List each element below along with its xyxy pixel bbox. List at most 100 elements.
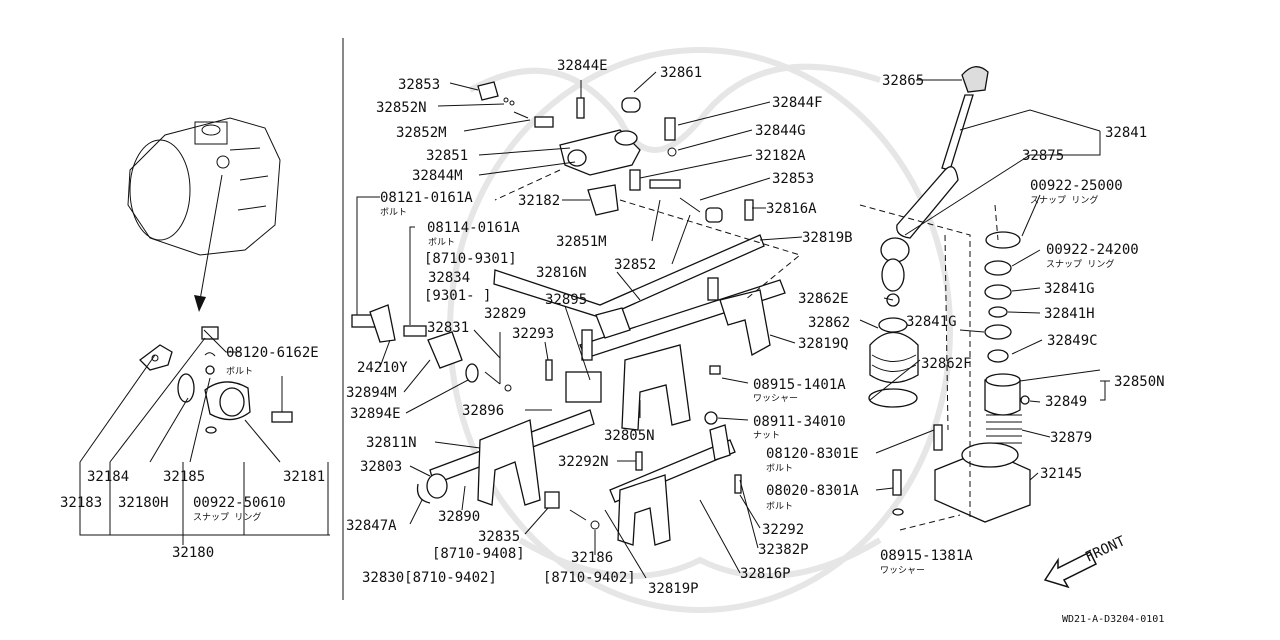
selector-housing (477, 81, 754, 223)
inset-arrow (199, 174, 223, 301)
part-label: 32803 (360, 459, 402, 475)
dashed-guides (494, 169, 999, 531)
part-label: 32851M (556, 234, 607, 250)
inset-arrow-head (194, 295, 206, 312)
figure-code: WD21-A-D3204-0101 (1062, 614, 1164, 625)
small-hardware (351, 277, 742, 530)
note-bolt: ボルト (766, 501, 793, 512)
part-label: 32185 (163, 469, 205, 485)
part-label: 32180 (172, 545, 214, 561)
part-label: 08915-1381A (880, 548, 973, 564)
front-label: FRONT (1083, 533, 1128, 566)
note-washer: ワッシャー (753, 394, 798, 404)
part-label: 32819Q (798, 336, 849, 352)
part-label: 32841H (1044, 306, 1095, 322)
part-label: 32844F (772, 95, 823, 111)
note-bolt: ボルト (226, 366, 253, 377)
part-label: 32862F (921, 356, 972, 372)
note-nut: ナット (753, 430, 780, 441)
note-snap-ring: スナップ リング (1030, 194, 1098, 206)
part-label: 00922-25000 (1030, 178, 1123, 194)
part-label: 32831 (427, 320, 469, 336)
part-label: 32853 (398, 77, 440, 93)
part-label: 32829 (484, 306, 526, 322)
part-label: 32180H (118, 495, 169, 511)
part-label: 32852M (396, 125, 447, 141)
note-snap-ring: スナップ リング (193, 511, 261, 523)
note-bolt: ボルト (428, 237, 455, 248)
part-label: 08114-0161A (427, 220, 520, 236)
note-snap-ring: スナップ リング (1046, 258, 1114, 270)
part-label: 32182 (518, 193, 560, 209)
part-label: 32844E (557, 58, 608, 74)
part-label: 08915-1401A (753, 377, 846, 393)
part-label: 32844M (412, 168, 463, 184)
part-label: 32182A (755, 148, 806, 164)
part-label: 32862E (798, 291, 849, 307)
part-label: 32844G (755, 123, 806, 139)
part-label: 08911-34010 (753, 414, 846, 430)
shift-cover-stack (892, 231, 1031, 523)
part-label: 32183 (60, 495, 102, 511)
part-label: [8710-9301] (424, 251, 517, 267)
part-label: [9301- ] (424, 288, 491, 304)
part-label: 32830[8710-9402] (362, 570, 497, 586)
part-label: 32847A (346, 518, 397, 534)
part-label: 32186 (571, 550, 613, 566)
part-label: 32292 (762, 522, 804, 538)
part-label: 32841 (1105, 125, 1147, 141)
part-label: 00922-24200 (1046, 242, 1139, 258)
part-label: [8710-9402] (543, 570, 636, 586)
part-label: 32852N (376, 100, 427, 116)
part-label: 32849 (1045, 394, 1087, 410)
part-label: 08120-6162E (226, 345, 319, 361)
part-label: 32835 (478, 529, 520, 545)
note-bolt: ボルト (380, 207, 407, 218)
transmission-case-sketch (127, 117, 281, 256)
part-label: 32865 (882, 73, 924, 89)
part-labels: 32853 32852N 32852M 32851 32844M 32844E … (60, 58, 1165, 597)
part-label: 32184 (87, 469, 129, 485)
part-label: 32862 (808, 315, 850, 331)
part-label: 32805N (604, 428, 655, 444)
part-label: 32816N (536, 265, 587, 281)
part-label: 32894E (350, 406, 401, 422)
part-label: 08120-8301E (766, 446, 859, 462)
part-label: 32841G (906, 314, 957, 330)
part-label: 32850N (1114, 374, 1165, 390)
part-label: 08121-0161A (380, 190, 473, 206)
note-bolt: ボルト (766, 463, 793, 474)
leader-lines (79, 71, 1110, 579)
front-indicator: FRONT (1043, 533, 1128, 589)
japanese-notes: ボルト ボルト ボルト ボルト ボルト ワッシャー ワッシャー ナット スナップ… (193, 194, 1114, 576)
part-label: 32895 (545, 292, 587, 308)
inset-parts (139, 326, 293, 434)
part-label: 32834 (428, 270, 470, 286)
part-label: 32852 (614, 257, 656, 273)
part-label: 32890 (438, 509, 480, 525)
part-label: [8710-9408] (432, 546, 525, 562)
shift-forks (477, 289, 771, 546)
part-label: 32896 (462, 403, 504, 419)
part-label: 32816A (766, 201, 817, 217)
part-label: 08020-8301A (766, 483, 859, 499)
part-label: 00922-50610 (193, 495, 286, 511)
part-label: 32293 (512, 326, 554, 342)
part-label: 32861 (660, 65, 702, 81)
part-label: 32879 (1050, 430, 1092, 446)
part-label: 32851 (426, 148, 468, 164)
part-label: 32181 (283, 469, 325, 485)
part-label: 32819P (648, 581, 699, 597)
part-label: 32816P (740, 566, 791, 582)
note-washer: ワッシャー (880, 566, 925, 576)
part-label: 32841G (1044, 281, 1095, 297)
part-label: 32382P (758, 542, 809, 558)
part-label: 32811N (366, 435, 417, 451)
part-label: 32894M (346, 385, 397, 401)
part-label: 32875 (1022, 148, 1064, 164)
part-label: 32292N (558, 454, 609, 470)
part-label: 32819B (802, 230, 853, 246)
part-label: 24210Y (357, 360, 408, 376)
watermark-emblem (447, 47, 953, 613)
